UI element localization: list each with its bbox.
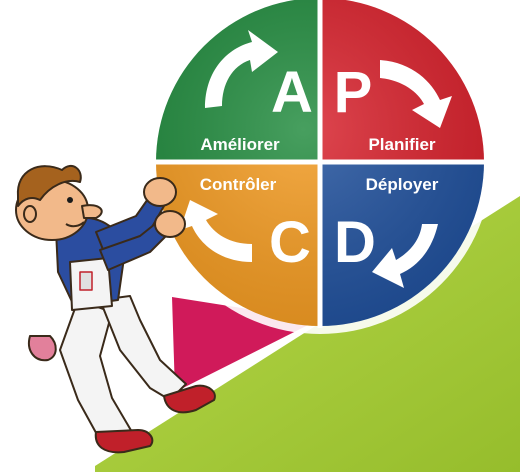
pdca-wheel: A P C D Améliorer Planifier Contrôler Dé… [148,0,492,334]
label-do: Déployer [366,175,439,194]
man-ear [23,205,37,223]
arrow-act-icon [205,30,278,108]
label-act: Améliorer [200,135,280,154]
man-nose [81,204,103,219]
arrow-check-icon [180,200,252,262]
arrow-plan-icon [380,60,452,128]
man-hair [16,164,82,207]
man-hand-lower [154,210,186,238]
man-back-shoe [94,429,154,454]
man-badge [79,271,93,291]
letter-a: A [271,60,313,125]
arrow-do-icon [372,224,438,288]
man-hand-upper [143,177,177,207]
man-eye [67,197,73,203]
letter-d: D [334,210,376,275]
label-plan: Planifier [368,135,435,154]
man-front-leg [99,295,187,401]
label-check: Contrôler [200,175,277,194]
cartoon-man [15,164,216,454]
man-mouth [65,221,85,228]
letter-p: P [334,60,373,125]
man-front-shoe [163,384,216,414]
man-rag [28,335,57,362]
letter-c: C [269,210,311,275]
